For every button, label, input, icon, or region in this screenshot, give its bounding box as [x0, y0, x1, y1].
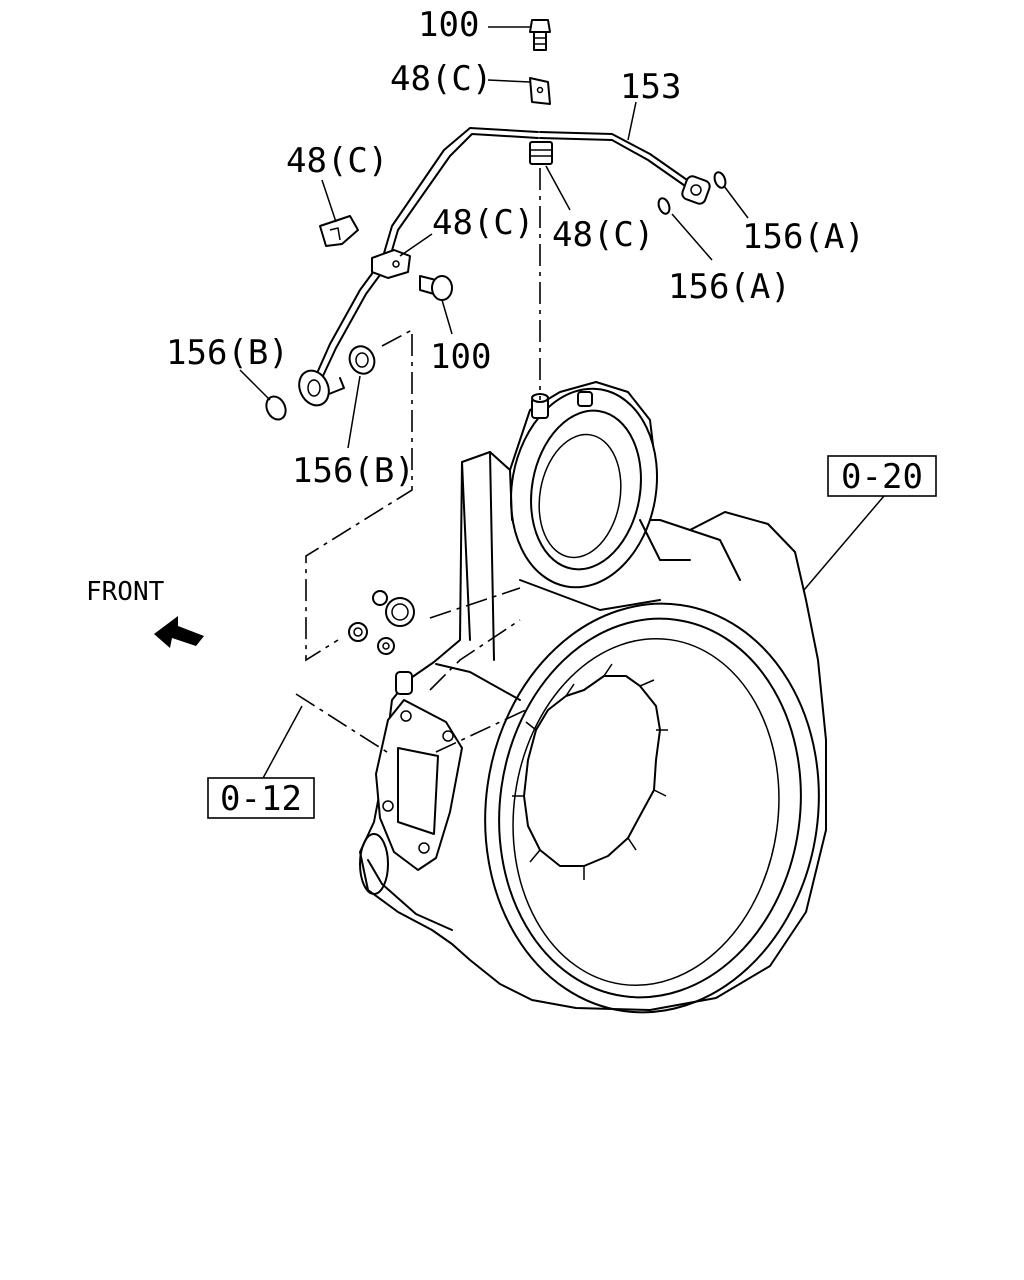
- flywheel-housing: [348, 381, 827, 1014]
- label-clip-48c-mid: 48(C): [432, 203, 534, 243]
- ref-box-0-20[interactable]: 0-20: [827, 455, 937, 497]
- front-arrow-icon: [154, 616, 204, 648]
- label-gasket-156b-left: 156(B): [166, 333, 289, 373]
- oil-pipe-153: [298, 127, 711, 407]
- ref-box-0-12[interactable]: 0-12: [207, 777, 315, 819]
- label-gasket-156a-left: 156(A): [668, 267, 791, 307]
- label-gasket-156a-right: 156(A): [742, 217, 865, 257]
- label-front: FRONT: [86, 577, 165, 607]
- label-clip-48c-left: 48(C): [286, 141, 388, 181]
- leader-lines: [239, 26, 885, 781]
- clip-48c-left-loose: [319, 215, 359, 247]
- label-clip-48c-right: 48(C): [552, 215, 654, 255]
- gaskets-156: [265, 171, 727, 421]
- label-bolt-100-mid: 100: [430, 337, 491, 377]
- phantom-lines: [295, 168, 541, 755]
- label-bolt-100-top: 100: [418, 5, 479, 45]
- clip-48c-center: [529, 141, 553, 165]
- label-gasket-156b-lower: 156(B): [292, 451, 415, 491]
- bolt-100-top: [529, 19, 551, 51]
- label-pipe-153: 153: [620, 67, 681, 107]
- label-clip-48c-top: 48(C): [390, 59, 492, 99]
- bolt-100-mid: [419, 275, 453, 301]
- ref-label-0-12: 0-12: [220, 779, 302, 819]
- clip-48c-top: [529, 77, 551, 105]
- clip-48c-pipe-mounted: [371, 249, 411, 279]
- ref-label-0-20: 0-20: [841, 457, 923, 497]
